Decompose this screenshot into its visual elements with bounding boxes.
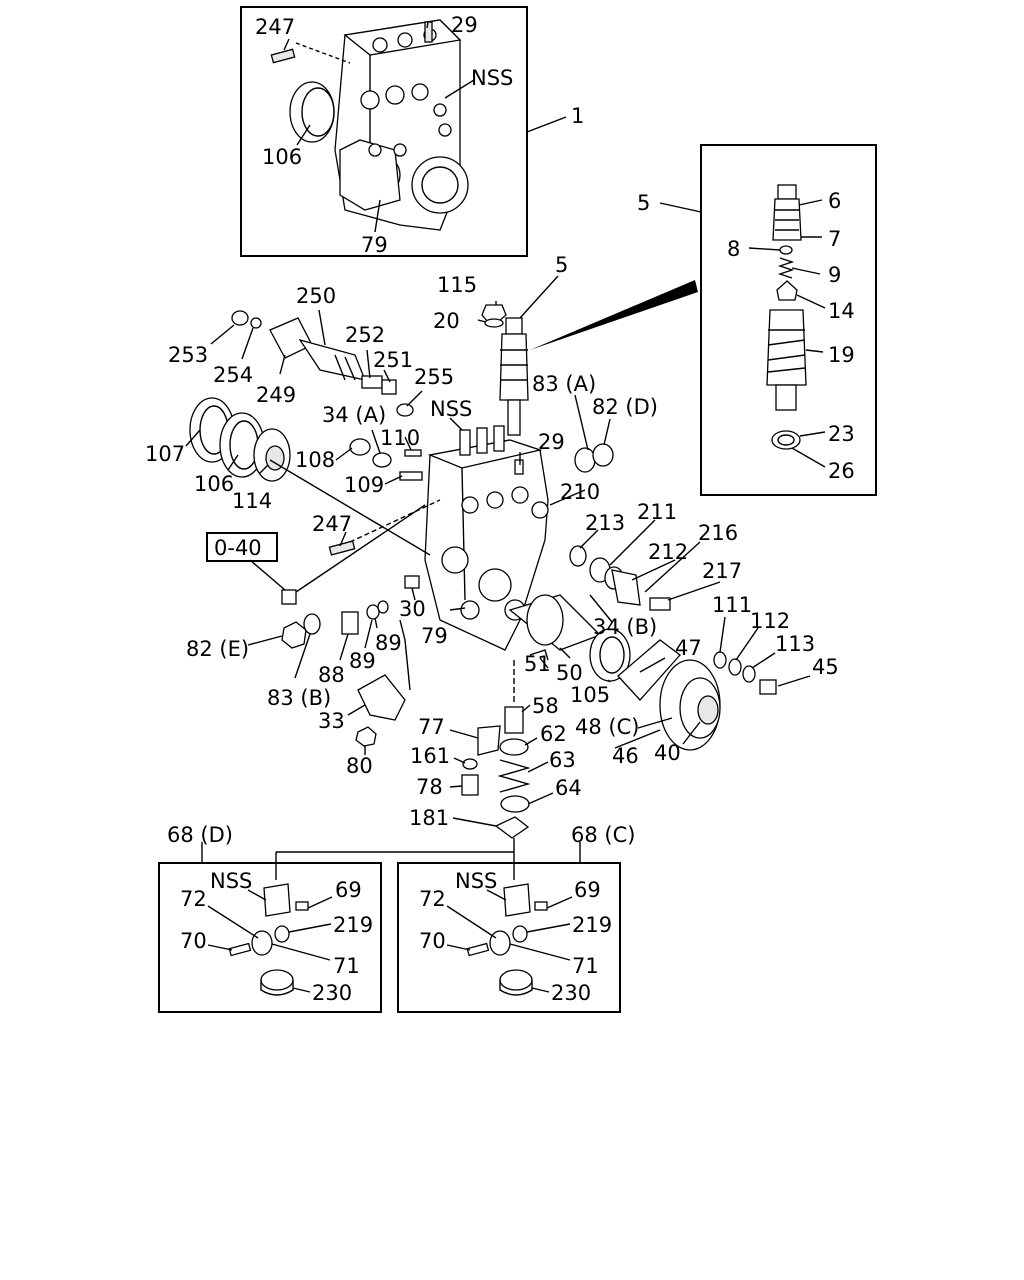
callout-71-right: 71 xyxy=(572,954,599,978)
inset-housing-assembly: 247 29 NSS 1 106 79 xyxy=(240,6,584,257)
callout-7: 7 xyxy=(828,227,841,251)
callout-34a: 34 (A) xyxy=(322,403,386,427)
callout-161: 161 xyxy=(410,744,450,768)
callout-111: 111 xyxy=(712,593,752,617)
callout-64: 64 xyxy=(555,776,582,800)
callout-33: 33 xyxy=(318,709,345,733)
callout-70-left: 70 xyxy=(180,929,207,953)
callout-79-top: 79 xyxy=(361,233,388,257)
callout-23: 23 xyxy=(828,422,855,446)
callout-68d: 68 (D) xyxy=(167,823,233,847)
callout-255: 255 xyxy=(414,365,454,389)
callout-78: 78 xyxy=(416,775,443,799)
callout-50: 50 xyxy=(556,661,583,685)
callout-108: 108 xyxy=(295,448,335,472)
callout-nss-mid: NSS xyxy=(430,397,472,421)
callout-113: 113 xyxy=(775,632,815,656)
callout-212: 212 xyxy=(648,540,688,564)
callout-20: 20 xyxy=(433,309,460,333)
callout-110: 110 xyxy=(380,426,420,450)
callout-9: 9 xyxy=(828,263,841,287)
callout-89-a: 89 xyxy=(375,631,402,655)
callout-247-mid: 247 xyxy=(312,512,352,536)
inset-68d: NSS 69 72 219 70 71 230 xyxy=(158,862,382,1013)
callout-247-top: 247 xyxy=(255,15,295,39)
callout-216: 216 xyxy=(698,521,738,545)
callout-106-mid: 106 xyxy=(194,472,234,496)
callout-88: 88 xyxy=(318,663,345,687)
callout-69-left: 69 xyxy=(335,878,362,902)
callout-40: 40 xyxy=(654,741,681,765)
callout-115: 115 xyxy=(437,273,477,297)
callout-47: 47 xyxy=(675,636,702,660)
main-exploded-view: 115 5 20 250 252 251 255 253 254 249 83 … xyxy=(145,253,839,839)
callout-63: 63 xyxy=(549,748,576,772)
callout-5-box: 5 xyxy=(637,191,650,215)
callout-249: 249 xyxy=(256,383,296,407)
callout-68c: 68 (C) xyxy=(571,823,635,847)
callout-114: 114 xyxy=(232,489,272,513)
callout-46: 46 xyxy=(612,744,639,768)
callout-6: 6 xyxy=(828,189,841,213)
callout-8: 8 xyxy=(727,237,740,261)
callout-211: 211 xyxy=(637,500,677,524)
callout-62: 62 xyxy=(540,722,567,746)
callout-29-top: 29 xyxy=(451,13,478,37)
callout-80: 80 xyxy=(346,754,373,778)
callout-230-left: 230 xyxy=(312,981,352,1005)
callout-253: 253 xyxy=(168,343,208,367)
callout-250: 250 xyxy=(296,284,336,308)
callout-58: 58 xyxy=(532,694,559,718)
callout-109: 109 xyxy=(344,473,384,497)
callout-217: 217 xyxy=(702,559,742,583)
callout-82d: 82 (D) xyxy=(592,395,658,419)
callout-106-top: 106 xyxy=(262,145,302,169)
callout-181: 181 xyxy=(409,806,449,830)
callout-30: 30 xyxy=(399,597,426,621)
callout-83a: 83 (A) xyxy=(532,372,596,396)
callout-nss-top: NSS xyxy=(471,66,513,90)
callout-79-mid: 79 xyxy=(421,624,448,648)
callout-nss-right: NSS xyxy=(455,869,497,893)
callout-51: 51 xyxy=(524,652,551,676)
callout-72-right: 72 xyxy=(419,887,446,911)
callout-210: 210 xyxy=(560,480,600,504)
inset-68c: NSS 69 72 219 70 71 230 xyxy=(397,862,621,1013)
callout-1: 1 xyxy=(571,104,584,128)
callout-nss-left: NSS xyxy=(210,869,252,893)
callout-77: 77 xyxy=(418,715,445,739)
callout-89-b: 89 xyxy=(349,649,376,673)
callout-48c: 48 (C) xyxy=(575,715,639,739)
callout-219-right: 219 xyxy=(572,913,612,937)
callout-71-left: 71 xyxy=(333,954,360,978)
callout-0-40: 0-40 xyxy=(214,536,262,560)
inset-delivery-valve: 5 6 7 8 9 14 19 23 26 xyxy=(530,144,877,496)
callout-26: 26 xyxy=(828,459,855,483)
callout-14: 14 xyxy=(828,299,855,323)
callout-252: 252 xyxy=(345,323,385,347)
callout-112: 112 xyxy=(750,609,790,633)
callout-70-right: 70 xyxy=(419,929,446,953)
callout-213: 213 xyxy=(585,511,625,535)
reference-box-0-40 xyxy=(206,532,278,562)
callout-254: 254 xyxy=(213,363,253,387)
callout-34b: 34 (B) xyxy=(593,615,657,639)
callout-19: 19 xyxy=(828,343,855,367)
callout-29-mid: 29 xyxy=(538,430,565,454)
callout-69-right: 69 xyxy=(574,878,601,902)
callout-82e: 82 (E) xyxy=(186,637,249,661)
callout-105: 105 xyxy=(570,683,610,707)
callout-251: 251 xyxy=(373,348,413,372)
callout-107: 107 xyxy=(145,442,185,466)
callout-219-left: 219 xyxy=(333,913,373,937)
callout-72-left: 72 xyxy=(180,887,207,911)
callout-230-right: 230 xyxy=(551,981,591,1005)
callout-45: 45 xyxy=(812,655,839,679)
callout-5-main: 5 xyxy=(555,253,568,277)
callout-83b: 83 (B) xyxy=(267,686,331,710)
